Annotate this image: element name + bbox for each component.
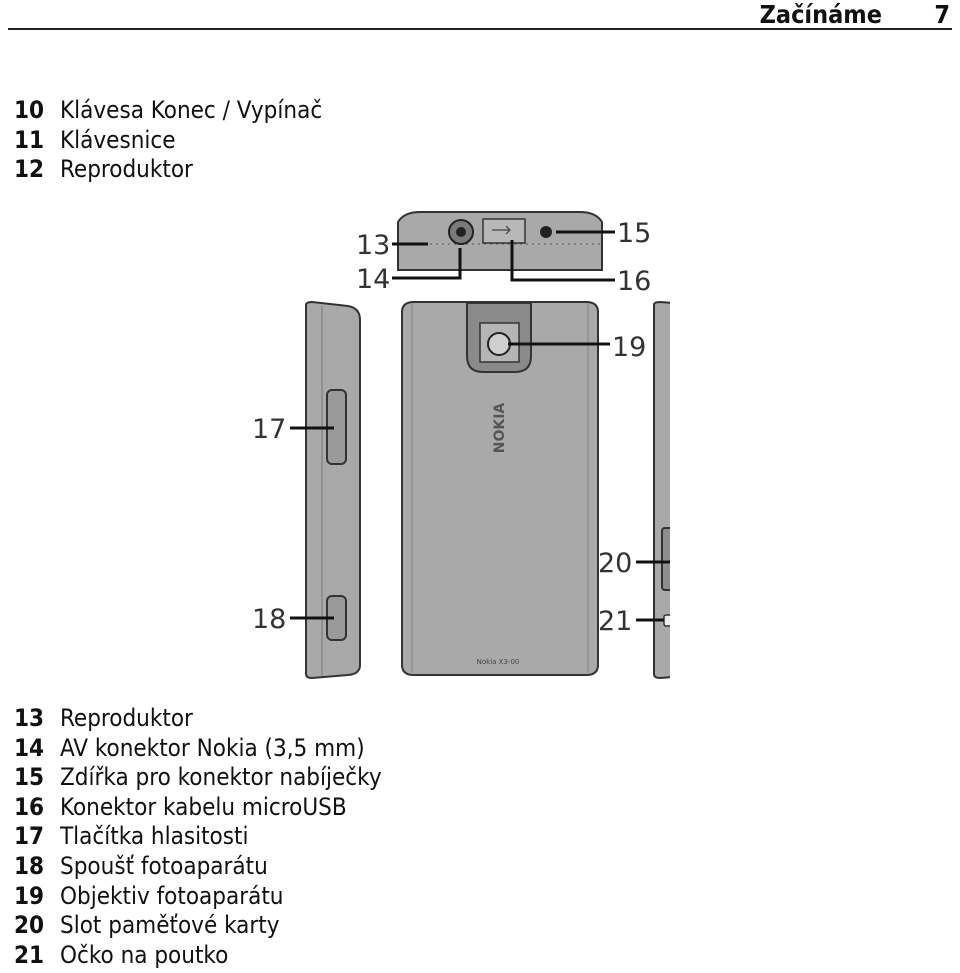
legend-number: 13 bbox=[14, 704, 45, 732]
legend-label: Zdířka pro konektor nabíječky bbox=[60, 763, 382, 792]
legend-number: 18 bbox=[14, 851, 45, 880]
legend-item: 17 Tlačítka hlasitosti bbox=[14, 822, 382, 852]
legend-label: Slot paměťové karty bbox=[60, 911, 280, 940]
callout-14: 14 bbox=[356, 264, 390, 295]
legend-number: 21 bbox=[14, 940, 45, 969]
legend-label: Konektor kabelu microUSB bbox=[60, 792, 347, 821]
usb-connector-icon bbox=[482, 218, 526, 244]
legend-number: 14 bbox=[14, 733, 45, 762]
chapter-title: Začínáme bbox=[759, 0, 882, 29]
callout-17: 17 bbox=[252, 414, 286, 445]
phone-right-side bbox=[653, 300, 670, 680]
camera-lens-icon bbox=[487, 332, 511, 356]
legend-label: Očko na poutko bbox=[60, 940, 229, 969]
legend-number: 19 bbox=[14, 881, 45, 910]
legend-bottom: 13 Reproduktor 14 AV konektor Nokia (3,5 m… bbox=[14, 704, 382, 970]
legend-number: 16 bbox=[14, 792, 45, 821]
callout-16: 16 bbox=[617, 266, 651, 297]
charger-connector-icon bbox=[540, 226, 552, 238]
legend-number: 15 bbox=[14, 763, 45, 792]
legend-label: Reproduktor bbox=[60, 155, 193, 184]
legend-label: Klávesnice bbox=[60, 125, 176, 154]
header-rule bbox=[8, 28, 952, 30]
legend-item: 20 Slot paměťové karty bbox=[14, 911, 382, 941]
memory-card-slot-icon bbox=[661, 527, 670, 591]
phone-diagram: NOKIA Nokia X3-00 13 14 15 16 17 18 19 2… bbox=[252, 211, 670, 680]
legend-label: Reproduktor bbox=[60, 704, 193, 732]
legend-item: 13 Reproduktor bbox=[14, 704, 382, 734]
legend-label: Tlačítka hlasitosti bbox=[60, 822, 249, 851]
legend-item: 15 Zdířka pro konektor nabíječky bbox=[14, 763, 382, 793]
legend-item: 14 AV konektor Nokia (3,5 mm) bbox=[14, 734, 382, 764]
legend-label: AV konektor Nokia (3,5 mm) bbox=[60, 733, 365, 762]
callout-18: 18 bbox=[252, 604, 286, 635]
legend-number: 11 bbox=[14, 125, 45, 154]
legend-label: Spoušť fotoaparátu bbox=[60, 851, 268, 880]
legend-label: Klávesa Konec / Vypínač bbox=[60, 96, 323, 124]
legend-number: 12 bbox=[14, 155, 45, 184]
device-brand: NOKIA bbox=[492, 403, 508, 454]
legend-label: Objektiv fotoaparátu bbox=[60, 881, 284, 910]
page-header: Začínáme 7 bbox=[0, 0, 960, 32]
phone-top-edge bbox=[397, 211, 603, 271]
phone-back: NOKIA Nokia X3-00 bbox=[401, 301, 599, 676]
callout-15: 15 bbox=[617, 218, 651, 249]
callout-13: 13 bbox=[356, 230, 390, 261]
phone-left-side bbox=[305, 300, 361, 680]
legend-item: 19 Objektiv fotoaparátu bbox=[14, 882, 382, 912]
legend-item: 18 Spoušť fotoaparátu bbox=[14, 852, 382, 882]
strap-eyelet-icon bbox=[663, 614, 670, 627]
legend-number: 17 bbox=[14, 822, 45, 851]
callout-20: 20 bbox=[598, 548, 632, 579]
legend-number: 20 bbox=[14, 911, 45, 940]
device-model: Nokia X3-00 bbox=[477, 658, 520, 666]
legend-item: 10 Klávesa Konec / Vypínač bbox=[14, 96, 322, 126]
legend-item: 11 Klávesnice bbox=[14, 126, 322, 156]
legend-item: 16 Konektor kabelu microUSB bbox=[14, 793, 382, 823]
callout-19: 19 bbox=[612, 332, 646, 363]
legend-item: 21 Očko na poutko bbox=[14, 941, 382, 971]
callout-21: 21 bbox=[598, 606, 632, 637]
legend-item: 12 Reproduktor bbox=[14, 155, 322, 185]
page-number: 7 bbox=[934, 0, 950, 29]
legend-top: 10 Klávesa Konec / Vypínač 11 Klávesnice 1… bbox=[14, 96, 322, 185]
legend-number: 10 bbox=[14, 96, 45, 124]
